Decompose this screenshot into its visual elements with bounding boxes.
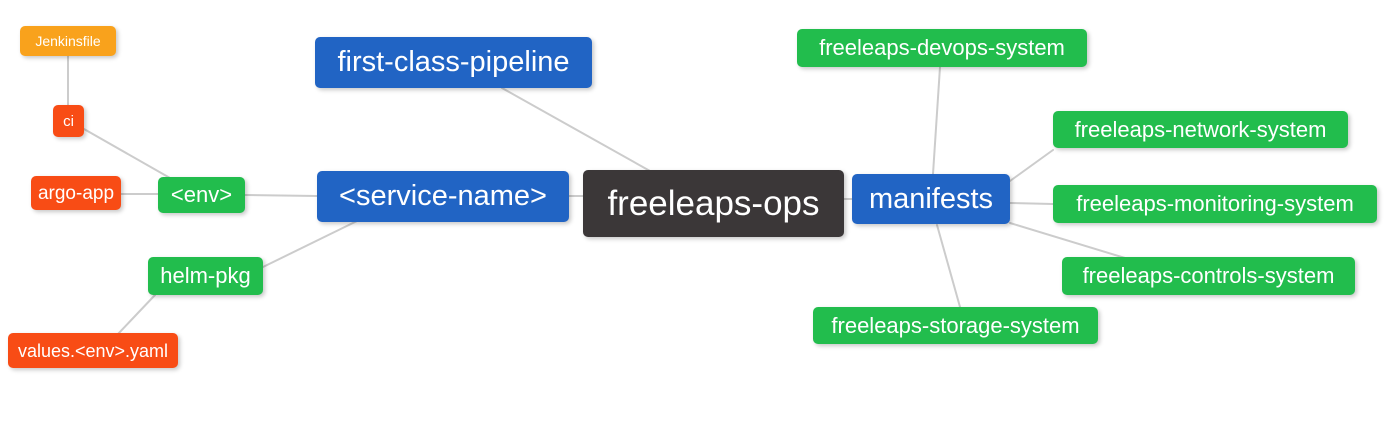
node-network-system[interactable]: freeleaps-network-system <box>1053 111 1348 148</box>
node-storage-system[interactable]: freeleaps-storage-system <box>813 307 1098 344</box>
node-controls-system[interactable]: freeleaps-controls-system <box>1062 257 1355 295</box>
edge-manifests-devops <box>932 66 941 175</box>
edge-helm-pkg-service-name <box>262 220 358 268</box>
edge-env-service-name <box>244 194 318 197</box>
node-argo-app[interactable]: argo-app <box>31 176 121 210</box>
edge-manifests-monitoring <box>1009 202 1054 205</box>
edge-manifests-controls <box>1009 222 1126 259</box>
node-helm-pkg[interactable]: helm-pkg <box>148 257 263 295</box>
node-values-env-yaml[interactable]: values.<env>.yaml <box>8 333 178 368</box>
node-env[interactable]: <env> <box>158 177 245 213</box>
node-freeleaps-ops-root[interactable]: freeleaps-ops <box>583 170 844 237</box>
edge-manifests-network <box>1009 149 1054 182</box>
node-service-name[interactable]: <service-name> <box>317 171 569 222</box>
node-monitoring-system[interactable]: freeleaps-monitoring-system <box>1053 185 1377 223</box>
node-jenkinsfile[interactable]: Jenkinsfile <box>20 26 116 56</box>
node-devops-system[interactable]: freeleaps-devops-system <box>797 29 1087 67</box>
node-manifests[interactable]: manifests <box>852 174 1010 224</box>
edge-helm-pkg-values-yaml <box>117 294 156 335</box>
edge-pipeline-root <box>501 87 651 172</box>
node-ci[interactable]: ci <box>53 105 84 137</box>
node-first-class-pipeline[interactable]: first-class-pipeline <box>315 37 592 88</box>
edge-ci-env <box>83 128 171 179</box>
edge-manifests-storage <box>936 224 961 308</box>
